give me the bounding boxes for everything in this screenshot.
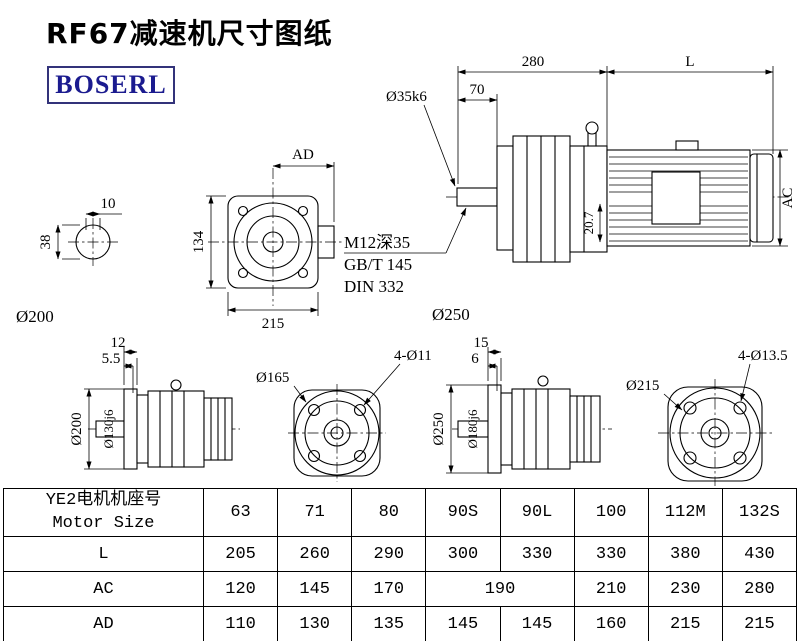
flange-reducer-side-a: 12 5.5 Ø200 Ø130j6 [69,335,240,470]
dia-250-flange-label: Ø250 [431,412,447,445]
value-cell: 210 [573,571,649,607]
dim-134-label: 134 [191,230,207,253]
din-spec-label: DIN 332 [344,277,404,296]
fan-cowl [749,153,774,243]
value-cell: 205 [202,536,279,572]
size-col-header: 132S [721,488,798,537]
dim-12-label: 12 [111,335,126,351]
dim-280-label: 280 [522,54,545,70]
motor-size-header-en: Motor Size [52,513,155,533]
dia-200-label: Ø200 [16,307,54,326]
flange-face-b: Ø215 4-Ø13.5 [626,348,788,486]
shaft-dia-label: Ø35k6 [386,89,427,105]
lifting-eye-icon [170,379,182,391]
table-row-ad: AD 110 130 135 145 145 160 215 215 [3,606,798,641]
value-cell: 380 [647,536,723,572]
dim-ad-label: AD [292,147,314,163]
value-cell: 330 [573,536,649,572]
dim-l-label: L [685,54,694,70]
size-col-header: 100 [573,488,649,537]
value-cell: 170 [351,571,427,607]
dim-38-label: 38 [38,235,54,250]
value-cell: 145 [277,571,353,607]
dia-215-label: Ø215 [626,378,659,394]
value-cell: 230 [647,571,723,607]
size-col-header: 71 [277,488,353,537]
flange-reducer-side-b: 15 6 Ø250 Ø180j6 [431,335,612,474]
flange-face-a: Ø165 4-Ø11 [256,348,432,482]
value-cell: 145 [499,606,575,641]
value-cell: 130 [277,606,353,641]
dim-6-label: 6 [471,351,479,367]
size-col-header: 80 [351,488,427,537]
value-cell: 215 [721,606,798,641]
holes-4x135-label: 4-Ø13.5 [738,348,788,364]
value-cell: 160 [573,606,649,641]
size-col-header: 112M [647,488,723,537]
gearmotor-side-view: 280 L 70 Ø35k6 M12深35 GB/T 145 DIN 332 Ø… [344,54,796,324]
value-cell: 145 [425,606,501,641]
lifting-eye-icon [585,121,599,135]
dim-70-label: 70 [470,82,485,98]
table-row-l: L 205 260 290 300 330 330 380 430 [3,536,798,572]
row-label-l: L [3,536,204,572]
dia-250-label: Ø250 [432,305,470,324]
row-label-ac: AC [3,571,204,607]
value-cell: 430 [721,536,798,572]
table-header-row: YE2电机机座号 Motor Size 63 71 80 90S 90L 100… [3,488,798,537]
page-title: RF67减速机尺寸图纸 [46,17,333,50]
tap-spec-label: M12深35 [344,233,410,252]
value-cell: 300 [425,536,501,572]
shaft-section-view: 10 38 Ø200 [16,196,122,326]
value-cell: 215 [647,606,723,641]
gearbox-front-view: AD 134 215 [191,147,344,332]
lifting-eye-icon [537,375,549,387]
dia-200-flange-label: Ø200 [69,412,85,445]
logo-text: BOSERL [55,70,167,99]
motor-size-header: YE2电机机座号 Motor Size [3,488,204,537]
row-label-ad: AD [3,606,204,641]
dimension-table: YE2电机机座号 Motor Size 63 71 80 90S 90L 100… [3,488,798,641]
dia-165-label: Ø165 [256,370,289,386]
dim-55-label: 5.5 [102,351,121,367]
table-row-ac: AC 120 145 170 190 210 230 280 [3,571,798,607]
size-col-header: 90S [425,488,501,537]
dim-207-label: 20.7 [581,211,596,234]
boserl-logo: BOSERL [47,66,175,104]
dim-ac-label: AC [780,188,796,209]
value-cell: 280 [721,571,798,607]
dia-180j6-label: Ø180j6 [465,409,480,449]
dim-15-label: 15 [474,335,489,351]
gbt-spec-label: GB/T 145 [344,255,412,274]
value-cell: 260 [277,536,353,572]
value-cell: 190 [425,571,575,607]
value-cell: 110 [202,606,279,641]
size-col-header: 63 [202,488,279,537]
value-cell: 330 [499,536,575,572]
holes-4x11-label: 4-Ø11 [394,348,432,364]
value-cell: 290 [351,536,427,572]
technical-drawing: 10 38 Ø200 AD 134 [16,54,796,486]
dia-130j6-label: Ø130j6 [101,409,116,449]
motor-size-header-cn: YE2电机机座号 [45,491,162,511]
value-cell: 135 [351,606,427,641]
motor-nameplate [651,171,701,225]
size-col-header: 90L [499,488,575,537]
dim-215-label: 215 [262,316,285,332]
value-cell: 120 [202,571,279,607]
dim-10-label: 10 [101,196,116,212]
